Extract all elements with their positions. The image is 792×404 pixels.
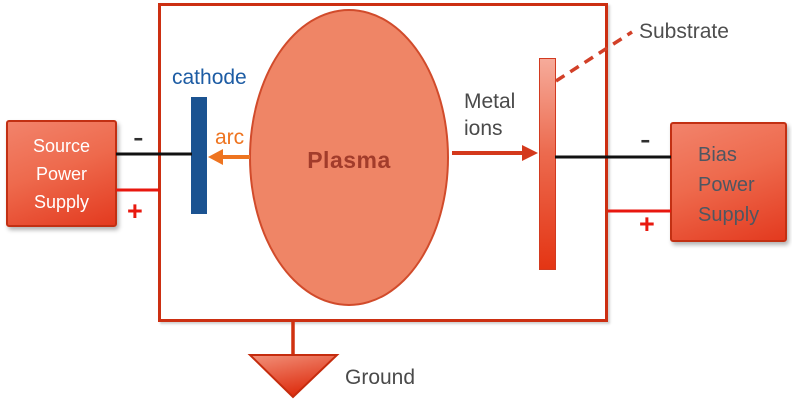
source-negative-polarity-label: -	[133, 119, 144, 155]
bias-power-supply-box: Bias Power Supply	[670, 122, 787, 242]
substrate-label: Substrate	[639, 20, 729, 43]
source-positive-polarity-label: +	[127, 196, 143, 226]
ground-label: Ground	[345, 366, 416, 389]
source-power-supply-box: Source Power Supply	[6, 120, 117, 227]
metal-ions-label: Metal ions	[464, 88, 515, 142]
metal-ions-label-line1: Metal	[464, 90, 516, 113]
cathode-label: cathode	[172, 66, 247, 89]
plasma-label: Plasma	[307, 147, 391, 173]
plasma-ellipse	[249, 9, 449, 306]
bias-power-supply-label-line2: Power	[698, 174, 755, 196]
bias-negative-polarity-label: -	[640, 121, 651, 157]
substrate-bar	[539, 58, 556, 270]
cathode-bar	[191, 97, 207, 214]
metal-ions-label-line2: ions	[464, 117, 503, 140]
ground-triangle	[247, 354, 340, 399]
bias-power-supply-label-line3: Supply	[698, 204, 760, 226]
source-power-supply-label-line2: Power	[35, 164, 88, 184]
source-power-supply-label-line3: Supply	[33, 192, 90, 212]
bias-power-supply-label-line1: Bias	[698, 144, 737, 166]
bias-positive-polarity-label: +	[639, 209, 655, 239]
arc-label: arc	[215, 126, 245, 149]
source-power-supply-label-line1: Source	[32, 136, 91, 156]
chamber-outline	[158, 3, 608, 322]
